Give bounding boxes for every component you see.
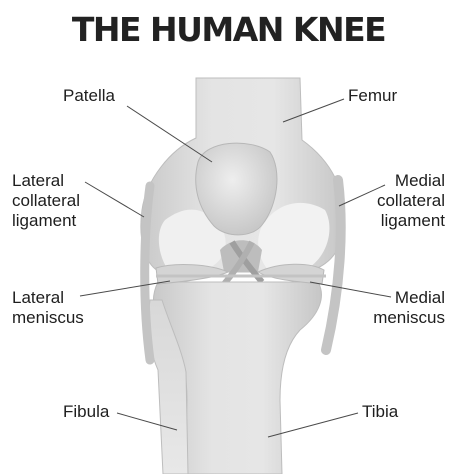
lateral-collateral-leader <box>85 182 144 217</box>
label-line: Lateral <box>12 171 80 191</box>
label-line: Medial <box>373 288 445 308</box>
tibia-leader <box>268 413 358 437</box>
label-line: Lateral <box>12 288 84 308</box>
label-line: Medial <box>377 171 445 191</box>
label-line: meniscus <box>373 308 445 328</box>
lateral-collateral-ligament-shape <box>145 186 150 360</box>
label-tibia: Tibia <box>362 402 398 422</box>
label-line: ligament <box>12 211 80 231</box>
label-femur: Femur <box>348 86 397 106</box>
label-patella: Patella <box>63 86 115 106</box>
label-line: meniscus <box>12 308 84 328</box>
label-lateral-meniscus: Lateral meniscus <box>12 288 84 328</box>
label-fibula: Fibula <box>63 402 109 422</box>
label-line: ligament <box>377 211 445 231</box>
label-line: collateral <box>377 191 445 211</box>
label-line: collateral <box>12 191 80 211</box>
label-lateral-collateral-ligament: Lateral collateral ligament <box>12 171 80 231</box>
label-medial-meniscus: Medial meniscus <box>373 288 445 328</box>
label-medial-collateral-ligament: Medial collateral ligament <box>377 171 445 231</box>
